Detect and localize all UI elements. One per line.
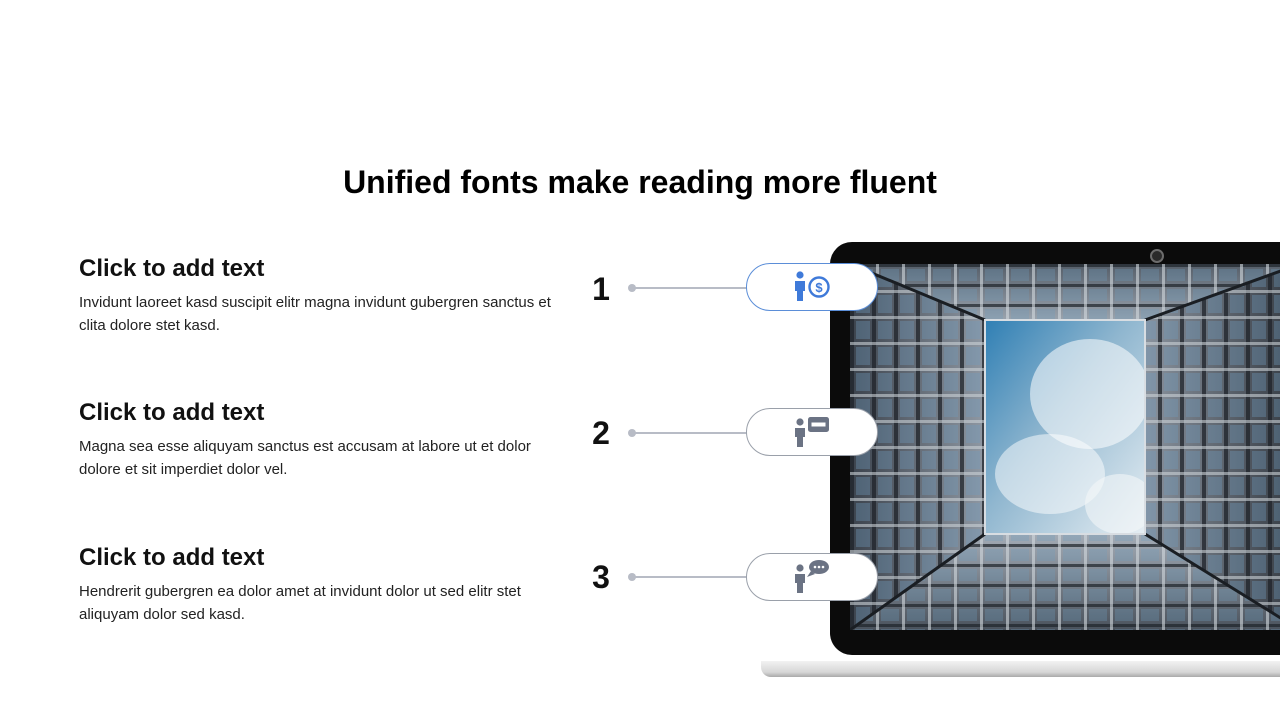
icon-pill-2[interactable]	[746, 408, 878, 456]
building-photo	[850, 264, 1280, 630]
text-block-body[interactable]: Magna sea esse aliquyam sanctus est accu…	[79, 438, 531, 478]
step-number-3: 3	[592, 559, 610, 595]
laptop-frame	[830, 242, 1280, 655]
connector-line-3	[628, 573, 748, 581]
connector-line-2	[628, 429, 748, 437]
text-block-heading[interactable]: Click to add text	[79, 399, 265, 426]
webcam	[1150, 249, 1164, 263]
step-number-1: 1	[592, 271, 610, 307]
person-card-icon	[795, 417, 829, 447]
text-block-body[interactable]: Hendrerit gubergren ea dolor amet at inv…	[79, 583, 521, 623]
icon-pill-1[interactable]: $	[746, 263, 878, 311]
connector-line-1	[628, 284, 748, 292]
text-block-heading[interactable]: Click to add text	[79, 255, 265, 282]
text-block-heading[interactable]: Click to add text	[79, 544, 265, 571]
person-dollar-icon: $	[795, 271, 830, 301]
text-block-1[interactable]: Click to add text Invidunt laoreet kasd …	[79, 255, 569, 337]
icon-pill-3[interactable]	[746, 553, 878, 601]
text-block-body[interactable]: Invidunt laoreet kasd suscipit elitr mag…	[79, 294, 551, 334]
laptop-base	[761, 661, 1280, 677]
svg-text:$: $	[815, 280, 823, 295]
step-number-2: 2	[592, 415, 610, 451]
person-speech-icon	[795, 560, 829, 593]
laptop-screen-photo	[850, 264, 1280, 630]
text-block-2[interactable]: Click to add text Magna sea esse aliquya…	[79, 399, 569, 481]
text-block-3[interactable]: Click to add text Hendrerit gubergren ea…	[79, 544, 569, 626]
slide-title[interactable]: Unified fonts make reading more fluent	[343, 164, 937, 200]
